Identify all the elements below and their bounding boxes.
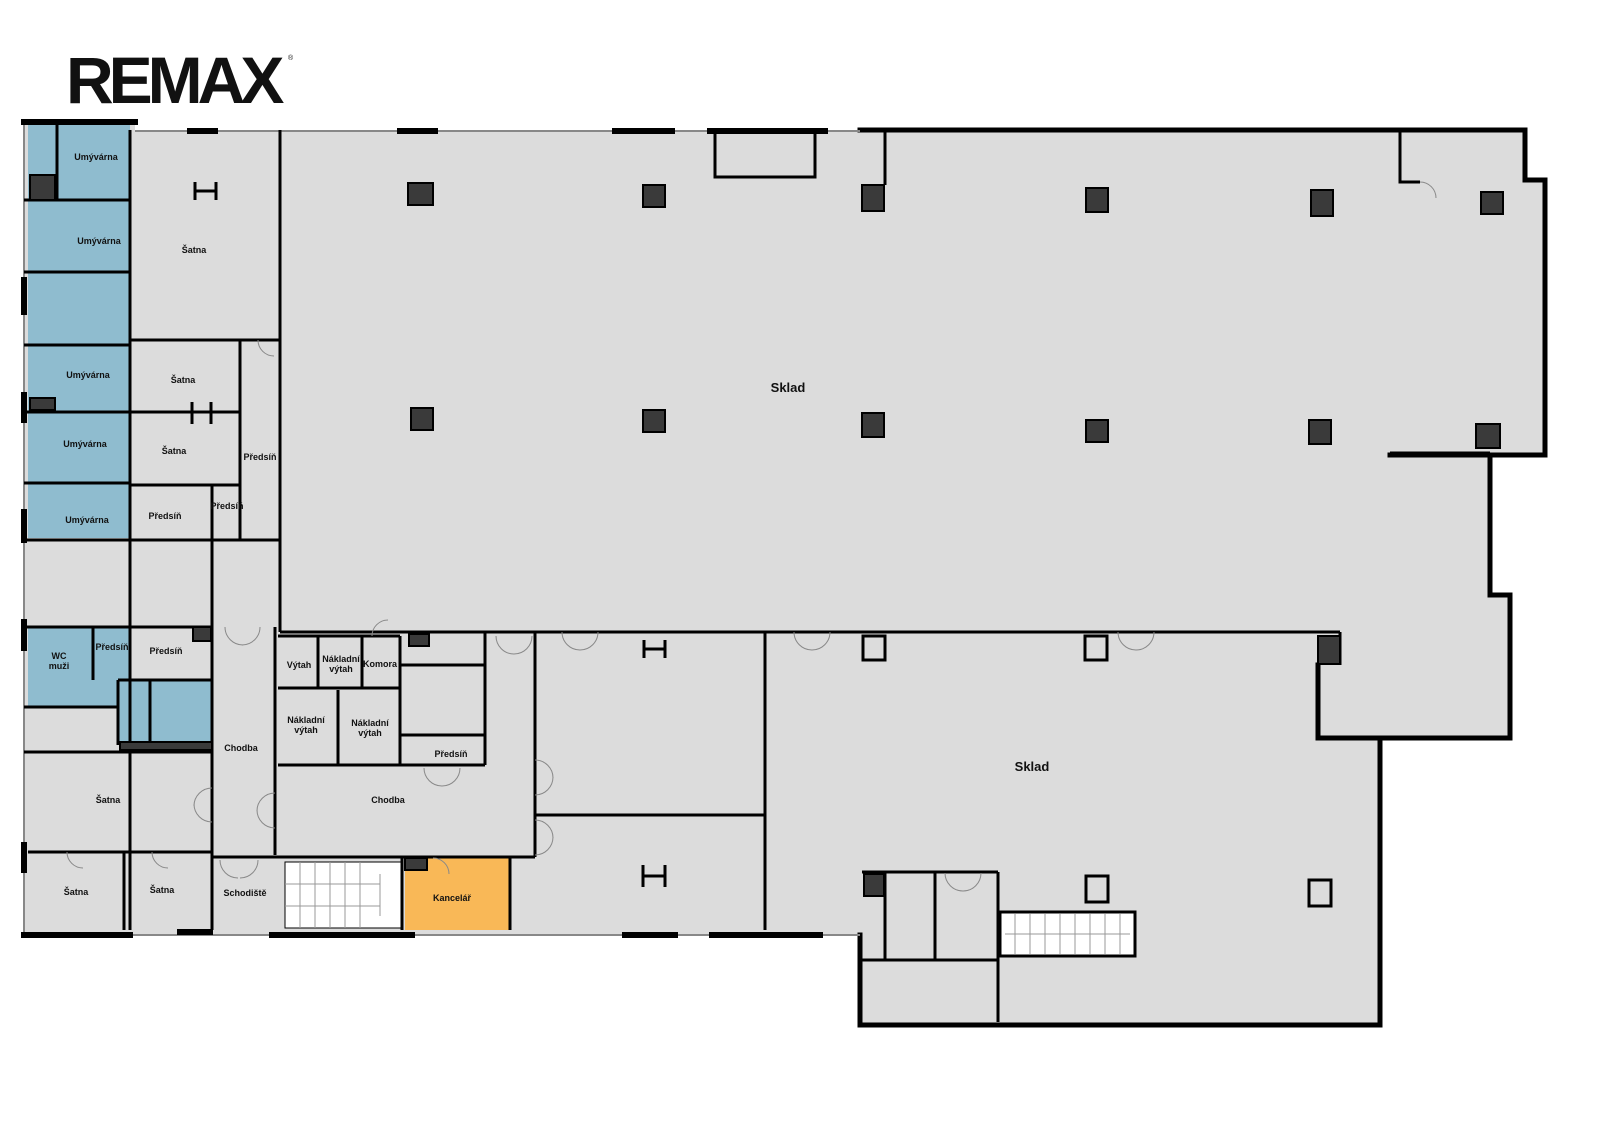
column xyxy=(119,741,213,751)
room-wc-muzi-1: WC xyxy=(52,651,67,661)
column xyxy=(1475,423,1501,449)
staircase-right xyxy=(998,910,1137,958)
column xyxy=(404,857,428,871)
remax-logo: REMAX ® xyxy=(66,43,294,117)
column xyxy=(192,626,212,642)
columns xyxy=(29,174,1504,897)
room-umyvarna-5: Umývárna xyxy=(65,515,110,525)
column xyxy=(1310,189,1334,217)
outer-wall xyxy=(857,127,1548,1028)
column xyxy=(29,397,56,411)
room-predsin-5: Předsíň xyxy=(149,646,182,656)
room-nakladni-vytah-2b: výtah xyxy=(294,725,318,735)
room-komora: Komora xyxy=(363,659,398,669)
logo-registered-mark: ® xyxy=(288,54,294,62)
room-satna-1: Šatna xyxy=(182,244,208,255)
column xyxy=(1480,191,1504,215)
room-predsin-3: Předsíň xyxy=(210,501,243,511)
wet-areas xyxy=(28,125,212,743)
staircase-left xyxy=(284,861,402,929)
logo-text: REMAX xyxy=(66,43,284,117)
building-floor xyxy=(24,122,1545,1025)
room-satna-2: Šatna xyxy=(171,374,197,385)
room-nakladni-vytah-3b: výtah xyxy=(358,728,382,738)
room-predsin-2: Předsíň xyxy=(148,511,181,521)
room-satna-4: Šatna xyxy=(96,794,122,805)
room-umyvarna-2: Umývárna xyxy=(77,236,122,246)
column xyxy=(407,182,434,206)
column xyxy=(1308,419,1332,445)
room-umyvarna-3: Umývárna xyxy=(66,370,111,380)
column xyxy=(642,409,666,433)
column xyxy=(863,873,885,897)
column xyxy=(29,174,56,201)
room-vytah: Výtah xyxy=(287,660,312,670)
room-sklad-upper: Sklad xyxy=(771,380,806,395)
room-umyvarna-1: Umývárna xyxy=(74,152,119,162)
column xyxy=(410,407,434,431)
wall-segments xyxy=(21,119,828,938)
doors xyxy=(66,181,1437,892)
room-satna-3: Šatna xyxy=(162,445,188,456)
room-predsin-1: Předsíň xyxy=(243,452,276,462)
room-predsin-4: Předsíň xyxy=(95,642,128,652)
room-schodiste: Schodiště xyxy=(223,888,266,898)
room-sklad-lower: Sklad xyxy=(1015,759,1050,774)
column xyxy=(1317,635,1341,665)
room-labels: SkladSkladUmývárnaUmývárnaUmývárnaUmývár… xyxy=(49,152,1050,903)
room-chodba-2: Chodba xyxy=(371,795,405,805)
room-satna-5: Šatna xyxy=(64,886,90,897)
column xyxy=(861,184,885,212)
column xyxy=(1085,187,1109,213)
column xyxy=(642,184,666,208)
column xyxy=(861,412,885,438)
room-nakladni-vytah-2a: Nákladní xyxy=(287,715,325,725)
room-predsin-6: Předsíň xyxy=(434,749,467,759)
interior-walls xyxy=(24,125,1490,1022)
room-nakladni-vytah-1a: Nákladní xyxy=(322,654,360,664)
room-wc-muzi-2: muži xyxy=(49,661,70,671)
room-nakladni-vytah-1b: výtah xyxy=(329,664,353,674)
room-nakladni-vytah-3a: Nákladní xyxy=(351,718,389,728)
room-umyvarna-4: Umývárna xyxy=(63,439,108,449)
room-kancelar: Kancelář xyxy=(433,893,472,903)
room-satna-6: Šatna xyxy=(150,884,176,895)
h-markers xyxy=(190,182,1333,908)
column xyxy=(408,633,430,647)
column xyxy=(1085,419,1109,443)
room-chodba-1: Chodba xyxy=(224,743,258,753)
